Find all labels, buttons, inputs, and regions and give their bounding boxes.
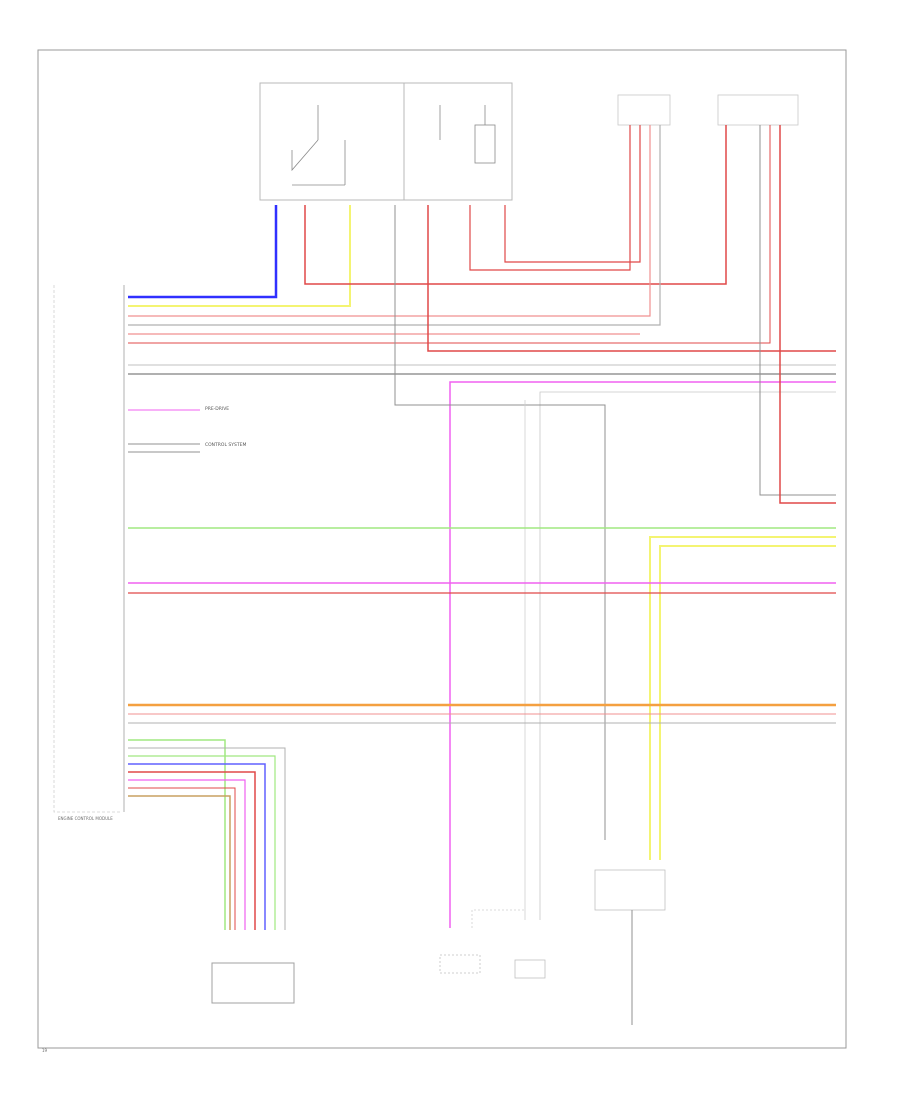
wire-gry-1 bbox=[128, 125, 661, 326]
wire-ltred-1 bbox=[128, 125, 651, 317]
wire-bundle-gry bbox=[128, 747, 286, 930]
connector-bottom-left bbox=[211, 962, 295, 1004]
wire-red-4 bbox=[779, 125, 836, 504]
note-pre-drive: PRE-DRIVE bbox=[205, 406, 229, 412]
wire-dkgry-5 bbox=[759, 125, 836, 496]
relay-box-left bbox=[259, 82, 405, 201]
wire-pnk-1 bbox=[449, 381, 836, 928]
relay-box-right bbox=[403, 82, 513, 201]
wire-bundle-red2 bbox=[128, 787, 236, 930]
wire-blu bbox=[128, 205, 278, 299]
wire-gry-bottom bbox=[471, 909, 525, 928]
wire-red-top bbox=[304, 125, 727, 285]
wire-bundle-grn2 bbox=[128, 755, 276, 930]
wire-red-top-c bbox=[504, 125, 641, 263]
wire-gry-3 bbox=[539, 391, 836, 920]
wire-yel-2 bbox=[649, 536, 836, 860]
wire-bundle-red bbox=[128, 771, 256, 930]
wire-dkgry-2 bbox=[394, 205, 606, 840]
component-bottom-mid2 bbox=[514, 959, 546, 979]
relay-switch-symbol bbox=[291, 105, 496, 186]
page-frame bbox=[37, 49, 847, 1049]
component-bottom-mid bbox=[439, 954, 481, 974]
wire-bundle-blu bbox=[128, 763, 266, 930]
wire-red-3 bbox=[427, 205, 836, 352]
wire-bundle-pnk bbox=[128, 779, 246, 930]
wire-bundle-brn bbox=[128, 795, 231, 930]
connector-top-right-a bbox=[617, 94, 671, 126]
wire-bundle-grn bbox=[128, 739, 226, 930]
connector-top-right-b bbox=[717, 94, 799, 126]
wire-yel-3 bbox=[659, 545, 836, 860]
wire-red-top-b bbox=[469, 125, 631, 271]
note-control-system: CONTROL SYSTEM bbox=[205, 442, 246, 448]
ecm-boundary bbox=[53, 285, 120, 813]
ecm-caption: ENGINE CONTROL MODULE bbox=[58, 816, 113, 821]
page-mark: 19 bbox=[42, 1048, 48, 1053]
wire-red-2 bbox=[128, 125, 771, 344]
wire-yel bbox=[128, 205, 351, 307]
component-bottom-right bbox=[594, 869, 666, 911]
